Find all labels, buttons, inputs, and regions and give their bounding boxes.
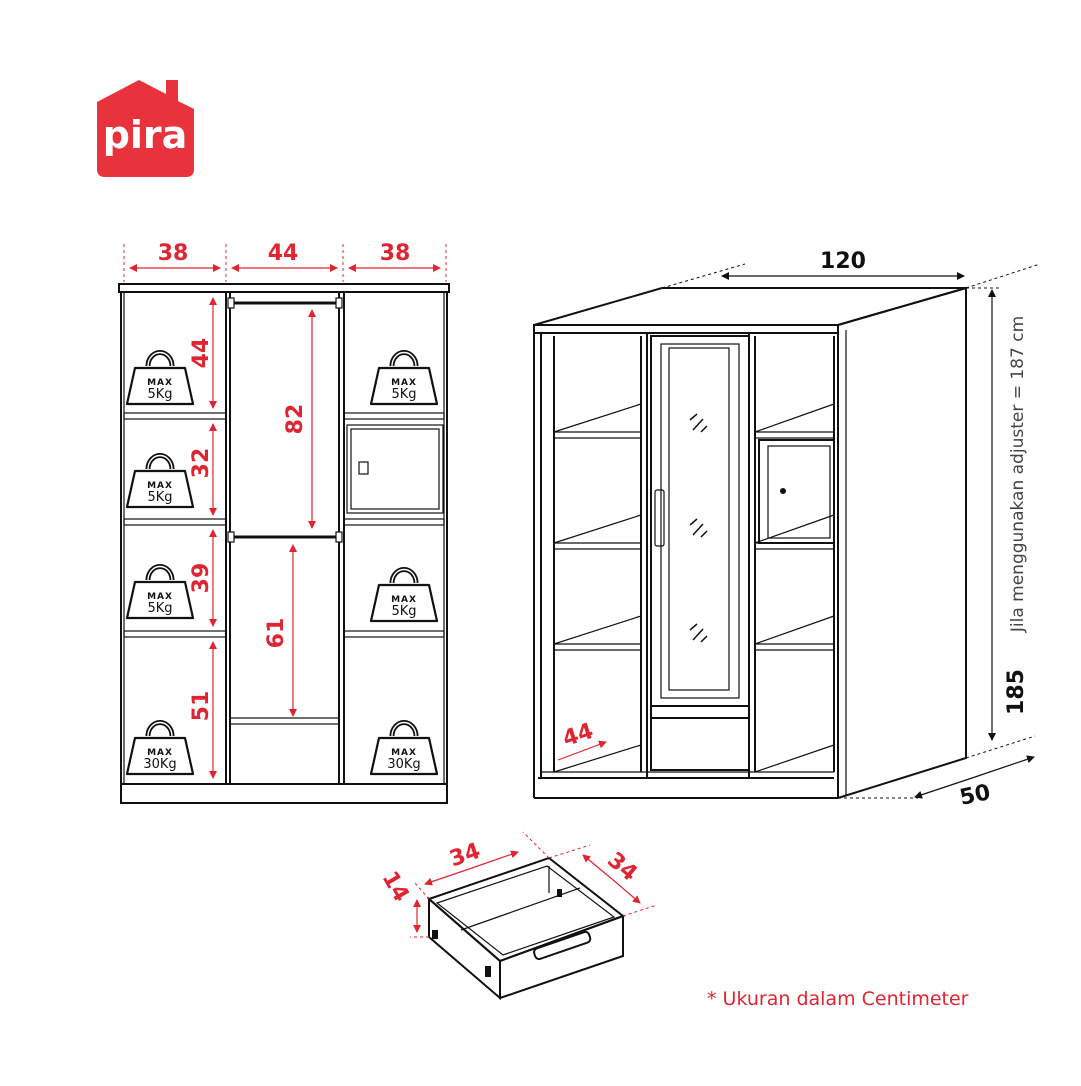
height-label-2: 32 [189,448,214,479]
weight-max-label: MAX [391,595,417,605]
weight-value: 30Kg [387,757,420,772]
weight-icon-r1: MAX 5Kg [371,353,437,405]
iso-height-label: 185 [1004,669,1029,715]
left-height-dimensions: 44 32 39 51 [189,297,217,779]
iso-height-dimension: 185 Jila menggunakan adjuster = 187 cm [965,287,1036,759]
weight-max-label: MAX [391,748,417,758]
weight-value: 5Kg [391,387,416,402]
drawer-height-label: 14 [377,867,414,906]
weight-icon-r4: MAX 30Kg [371,723,437,775]
front-width-dimensions: 38 44 38 [123,241,447,282]
units-footnote: * Ukuran dalam Centimeter [707,988,969,1010]
weight-icon-l1: MAX 5Kg [127,353,193,405]
drawer-depth-label: 34 [602,848,642,887]
iso-width-label: 120 [820,249,866,274]
weight-max-label: MAX [147,748,173,758]
height-label-3: 39 [189,563,214,594]
weight-value: 5Kg [391,604,416,619]
height-label-4: 51 [189,691,214,722]
front-view-diagram [118,283,450,804]
hanging-height-upper: 82 [283,404,308,435]
weight-value: 30Kg [143,757,176,772]
drawer-dimensions: 34 34 14 [377,831,658,938]
drawer-diagram [427,856,626,1001]
hanging-height-lower: 61 [264,618,289,649]
drawer-width-label: 34 [447,839,484,873]
width-label-center: 44 [268,241,299,266]
shelf-depth-dimension: 44 [557,719,607,761]
weight-max-label: MAX [147,481,173,491]
isometric-wardrobe-diagram [533,286,967,799]
height-label-1: 44 [189,338,214,369]
weight-max-label: MAX [391,378,417,388]
width-label-left: 38 [158,241,189,266]
weight-icon-l2: MAX 5Kg [127,456,193,508]
weight-icon-r3: MAX 5Kg [371,570,437,622]
width-label-right: 38 [380,241,411,266]
weight-max-label: MAX [147,592,173,602]
iso-depth-dimension: 50 [838,755,1035,811]
weight-value: 5Kg [147,387,172,402]
center-height-dimensions: 82 61 [264,309,316,717]
iso-depth-label: 50 [958,780,993,811]
logo-text: pira [103,113,188,157]
weight-value: 5Kg [147,490,172,505]
weight-icon-l3: MAX 5Kg [127,567,193,619]
iso-width-dimension: 120 [661,249,1041,289]
pira-logo: pira [97,80,194,177]
weight-value: 5Kg [147,601,172,616]
weight-max-label: MAX [147,378,173,388]
adjuster-note: Jila menggunakan adjuster = 187 cm [1008,316,1028,633]
weight-icon-l4: MAX 30Kg [127,723,193,775]
